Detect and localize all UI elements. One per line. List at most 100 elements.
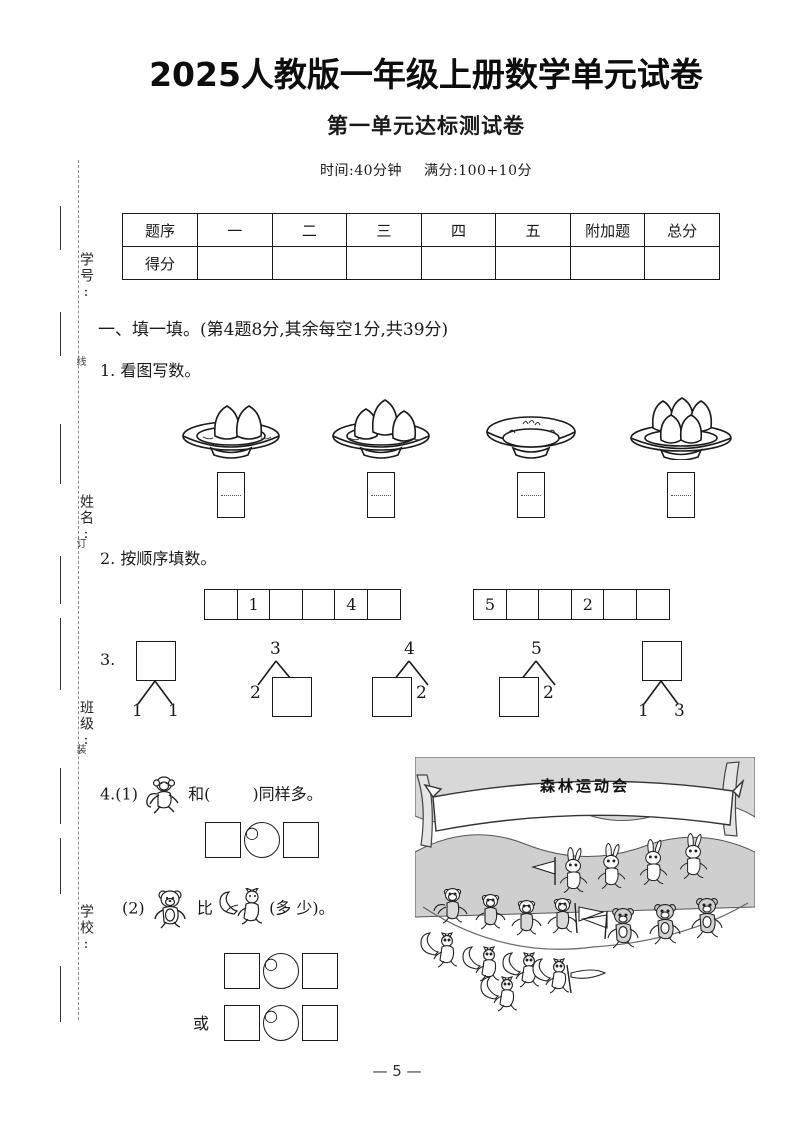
- score-col-bonus: 附加题: [569, 213, 646, 247]
- bond-box-left[interactable]: [372, 677, 412, 717]
- squirrel-icon: [219, 886, 263, 925]
- answer-box-left[interactable]: [224, 1005, 260, 1041]
- score-cell[interactable]: [644, 246, 720, 280]
- answer-row-part2-a: ○: [224, 953, 338, 989]
- bond-num-top: 4: [404, 639, 415, 659]
- answer-box-left[interactable]: [205, 822, 241, 858]
- score-cell[interactable]: [495, 246, 571, 280]
- strip-cell[interactable]: 1: [236, 589, 271, 620]
- score-col-4: 四: [420, 213, 497, 247]
- answer-box-2[interactable]: [367, 472, 395, 518]
- score-cell[interactable]: [346, 246, 422, 280]
- margin-rule: [60, 768, 61, 824]
- margin-rule: [60, 312, 61, 356]
- margin-rule: [60, 618, 61, 690]
- plate-with-5-dumplings-icon: [630, 397, 732, 460]
- plate-with-3-dumplings-icon: [332, 399, 430, 459]
- strip-cell[interactable]: [301, 589, 336, 620]
- page-subtitle: 第一单元达标测试卷: [327, 113, 525, 138]
- margin-label-name: 姓名:: [78, 494, 94, 544]
- strip-cell[interactable]: [603, 589, 638, 620]
- score-col-1: 一: [197, 213, 273, 247]
- plate-with-2-dumplings-icon: [182, 405, 280, 459]
- answer-circle[interactable]: ○: [263, 953, 299, 989]
- answer-box-right[interactable]: [283, 822, 319, 858]
- bond-box-right[interactable]: [272, 677, 312, 717]
- bond-num-right: 2: [416, 683, 427, 703]
- score-cell[interactable]: [420, 246, 497, 280]
- bond-box-left[interactable]: [499, 677, 539, 717]
- margin-label-school: 学校:: [78, 904, 94, 954]
- number-bond-4: 5 2: [497, 641, 615, 737]
- seal-char-bind: 订: [74, 538, 85, 548]
- binding-dashed-line: [78, 160, 79, 1020]
- question-1-plates: [120, 392, 760, 518]
- answer-box-1[interactable]: [217, 472, 245, 518]
- binding-margin: 学号: 线 姓名: 订 班级: 装 学校:: [44, 0, 96, 1122]
- answer-circle[interactable]: ○: [263, 1005, 299, 1041]
- illustration-scene: [415, 757, 755, 1042]
- score-cell[interactable]: [197, 246, 273, 280]
- answer-box-3[interactable]: [517, 472, 545, 518]
- seal-char-pack: 装: [74, 744, 85, 754]
- answer-box-right[interactable]: [302, 953, 338, 989]
- full-score-label: 满分:100+10分: [424, 163, 532, 179]
- plate-unit-2: [306, 392, 456, 518]
- part2-text-b: (多 少)。: [269, 898, 335, 918]
- margin-rule: [60, 424, 61, 484]
- or-label: 或: [193, 1014, 210, 1033]
- number-strip-2: 5 2: [473, 589, 671, 620]
- margin-rule: [60, 206, 61, 250]
- answer-box-right[interactable]: [302, 1005, 338, 1041]
- strip-cell[interactable]: [367, 589, 402, 620]
- bond-num-right: 2: [543, 683, 554, 703]
- bond-box-top[interactable]: [136, 641, 176, 681]
- score-table-row-label: 题序: [122, 213, 198, 247]
- exam-meta: 时间:40分钟 满分:100+10分: [96, 160, 756, 180]
- strip-cell[interactable]: [204, 589, 238, 620]
- score-cell[interactable]: [271, 246, 348, 280]
- plate-unit-3: [456, 392, 606, 518]
- question-4-heading: 4.: [100, 784, 116, 804]
- time-label: 时间:40分钟: [319, 163, 403, 179]
- strip-cell[interactable]: [538, 589, 573, 620]
- monkey-icon: [146, 776, 179, 814]
- answer-row-part2-b: ○: [224, 1005, 338, 1041]
- score-col-2: 二: [271, 213, 348, 247]
- bond-num-left: 1: [132, 701, 143, 721]
- strip-cell[interactable]: [269, 589, 304, 620]
- answer-box-left[interactable]: [224, 953, 260, 989]
- bond-legs: [137, 680, 173, 705]
- question-2-heading: 2. 按顺序填数。: [100, 549, 217, 568]
- part1-number: (1): [115, 784, 138, 804]
- question-3-heading: 3.: [100, 650, 116, 669]
- score-cell[interactable]: [569, 246, 646, 280]
- score-col-3: 三: [346, 213, 422, 247]
- seal-char-line: 线: [74, 356, 85, 366]
- bear-icon: [154, 890, 186, 929]
- question-1-heading: 1. 看图写数。: [100, 361, 201, 380]
- bond-num-right: 1: [168, 701, 179, 721]
- number-bond-5: 1 3: [630, 641, 748, 737]
- answer-circle[interactable]: ○: [244, 822, 280, 858]
- number-bond-1: 1 1: [124, 641, 242, 737]
- strip-cell[interactable]: 5: [473, 589, 507, 620]
- strip-cell[interactable]: [505, 589, 540, 620]
- table-row-header: 题序 一 二 三 四 五 附加题 总分: [122, 213, 720, 247]
- empty-plate-icon: [486, 416, 576, 459]
- plate-unit-4: [606, 392, 756, 518]
- bond-num-top: 3: [270, 639, 281, 659]
- strip-cell[interactable]: 4: [334, 589, 369, 620]
- bond-box-top[interactable]: [642, 641, 682, 681]
- part2-compare: 比: [196, 898, 213, 918]
- strip-cell[interactable]: 2: [570, 589, 605, 620]
- table-row-scores: 得分: [122, 246, 720, 280]
- margin-rule: [60, 556, 61, 604]
- margin-rule: [60, 966, 61, 1022]
- part1-text-b: )同样多。: [252, 784, 323, 804]
- number-bond-2: 3 2: [248, 641, 366, 737]
- strip-cell[interactable]: [636, 589, 671, 620]
- answer-box-4[interactable]: [667, 472, 695, 518]
- margin-label-class: 班级:: [78, 700, 94, 750]
- score-col-5: 五: [495, 213, 571, 247]
